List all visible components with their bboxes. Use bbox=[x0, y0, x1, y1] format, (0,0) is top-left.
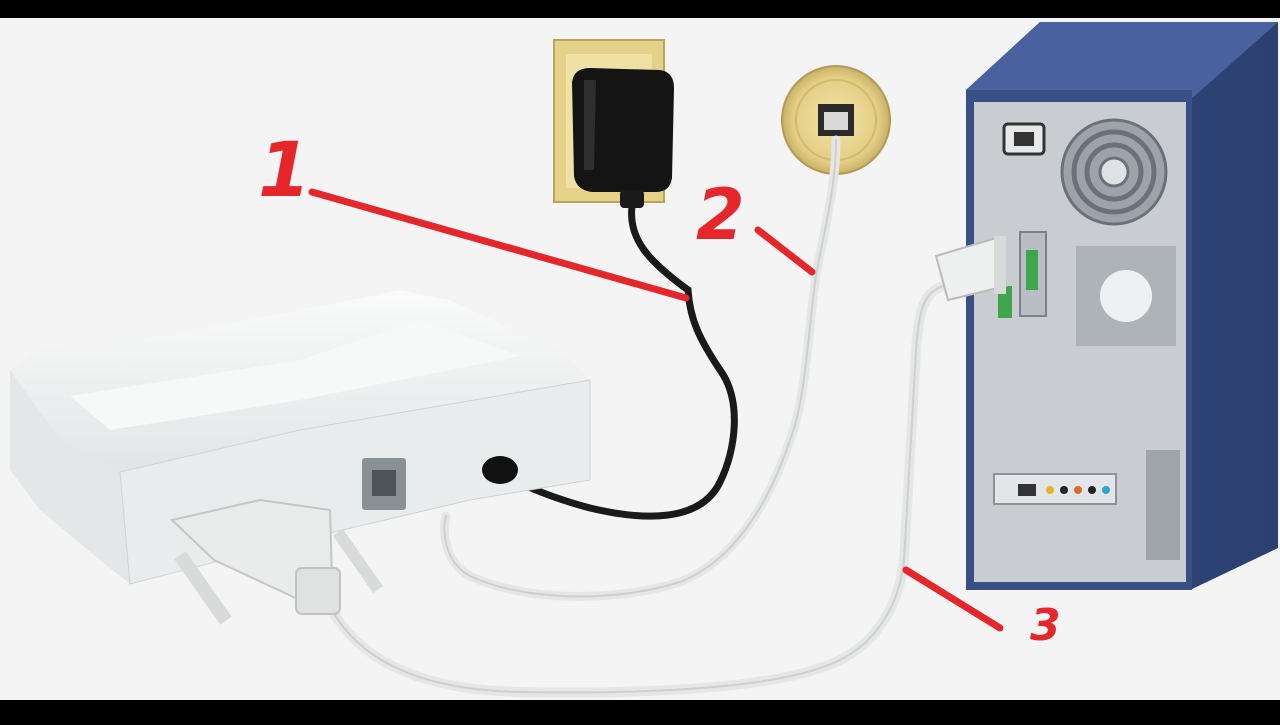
frame-bottom bbox=[0, 700, 1280, 720]
callout-number-3: 3 bbox=[1030, 604, 1061, 648]
side-vents bbox=[1146, 450, 1180, 560]
vent-grille bbox=[1076, 246, 1176, 346]
callout-number-1: 1 bbox=[258, 132, 311, 208]
sound-card-bracket bbox=[994, 474, 1116, 504]
power-adapter bbox=[572, 68, 674, 208]
fan-grille bbox=[1062, 120, 1166, 224]
power-jack bbox=[482, 456, 518, 484]
callout-number-2: 2 bbox=[696, 180, 745, 250]
pc-tower bbox=[966, 22, 1278, 590]
power-socket bbox=[1004, 124, 1044, 154]
